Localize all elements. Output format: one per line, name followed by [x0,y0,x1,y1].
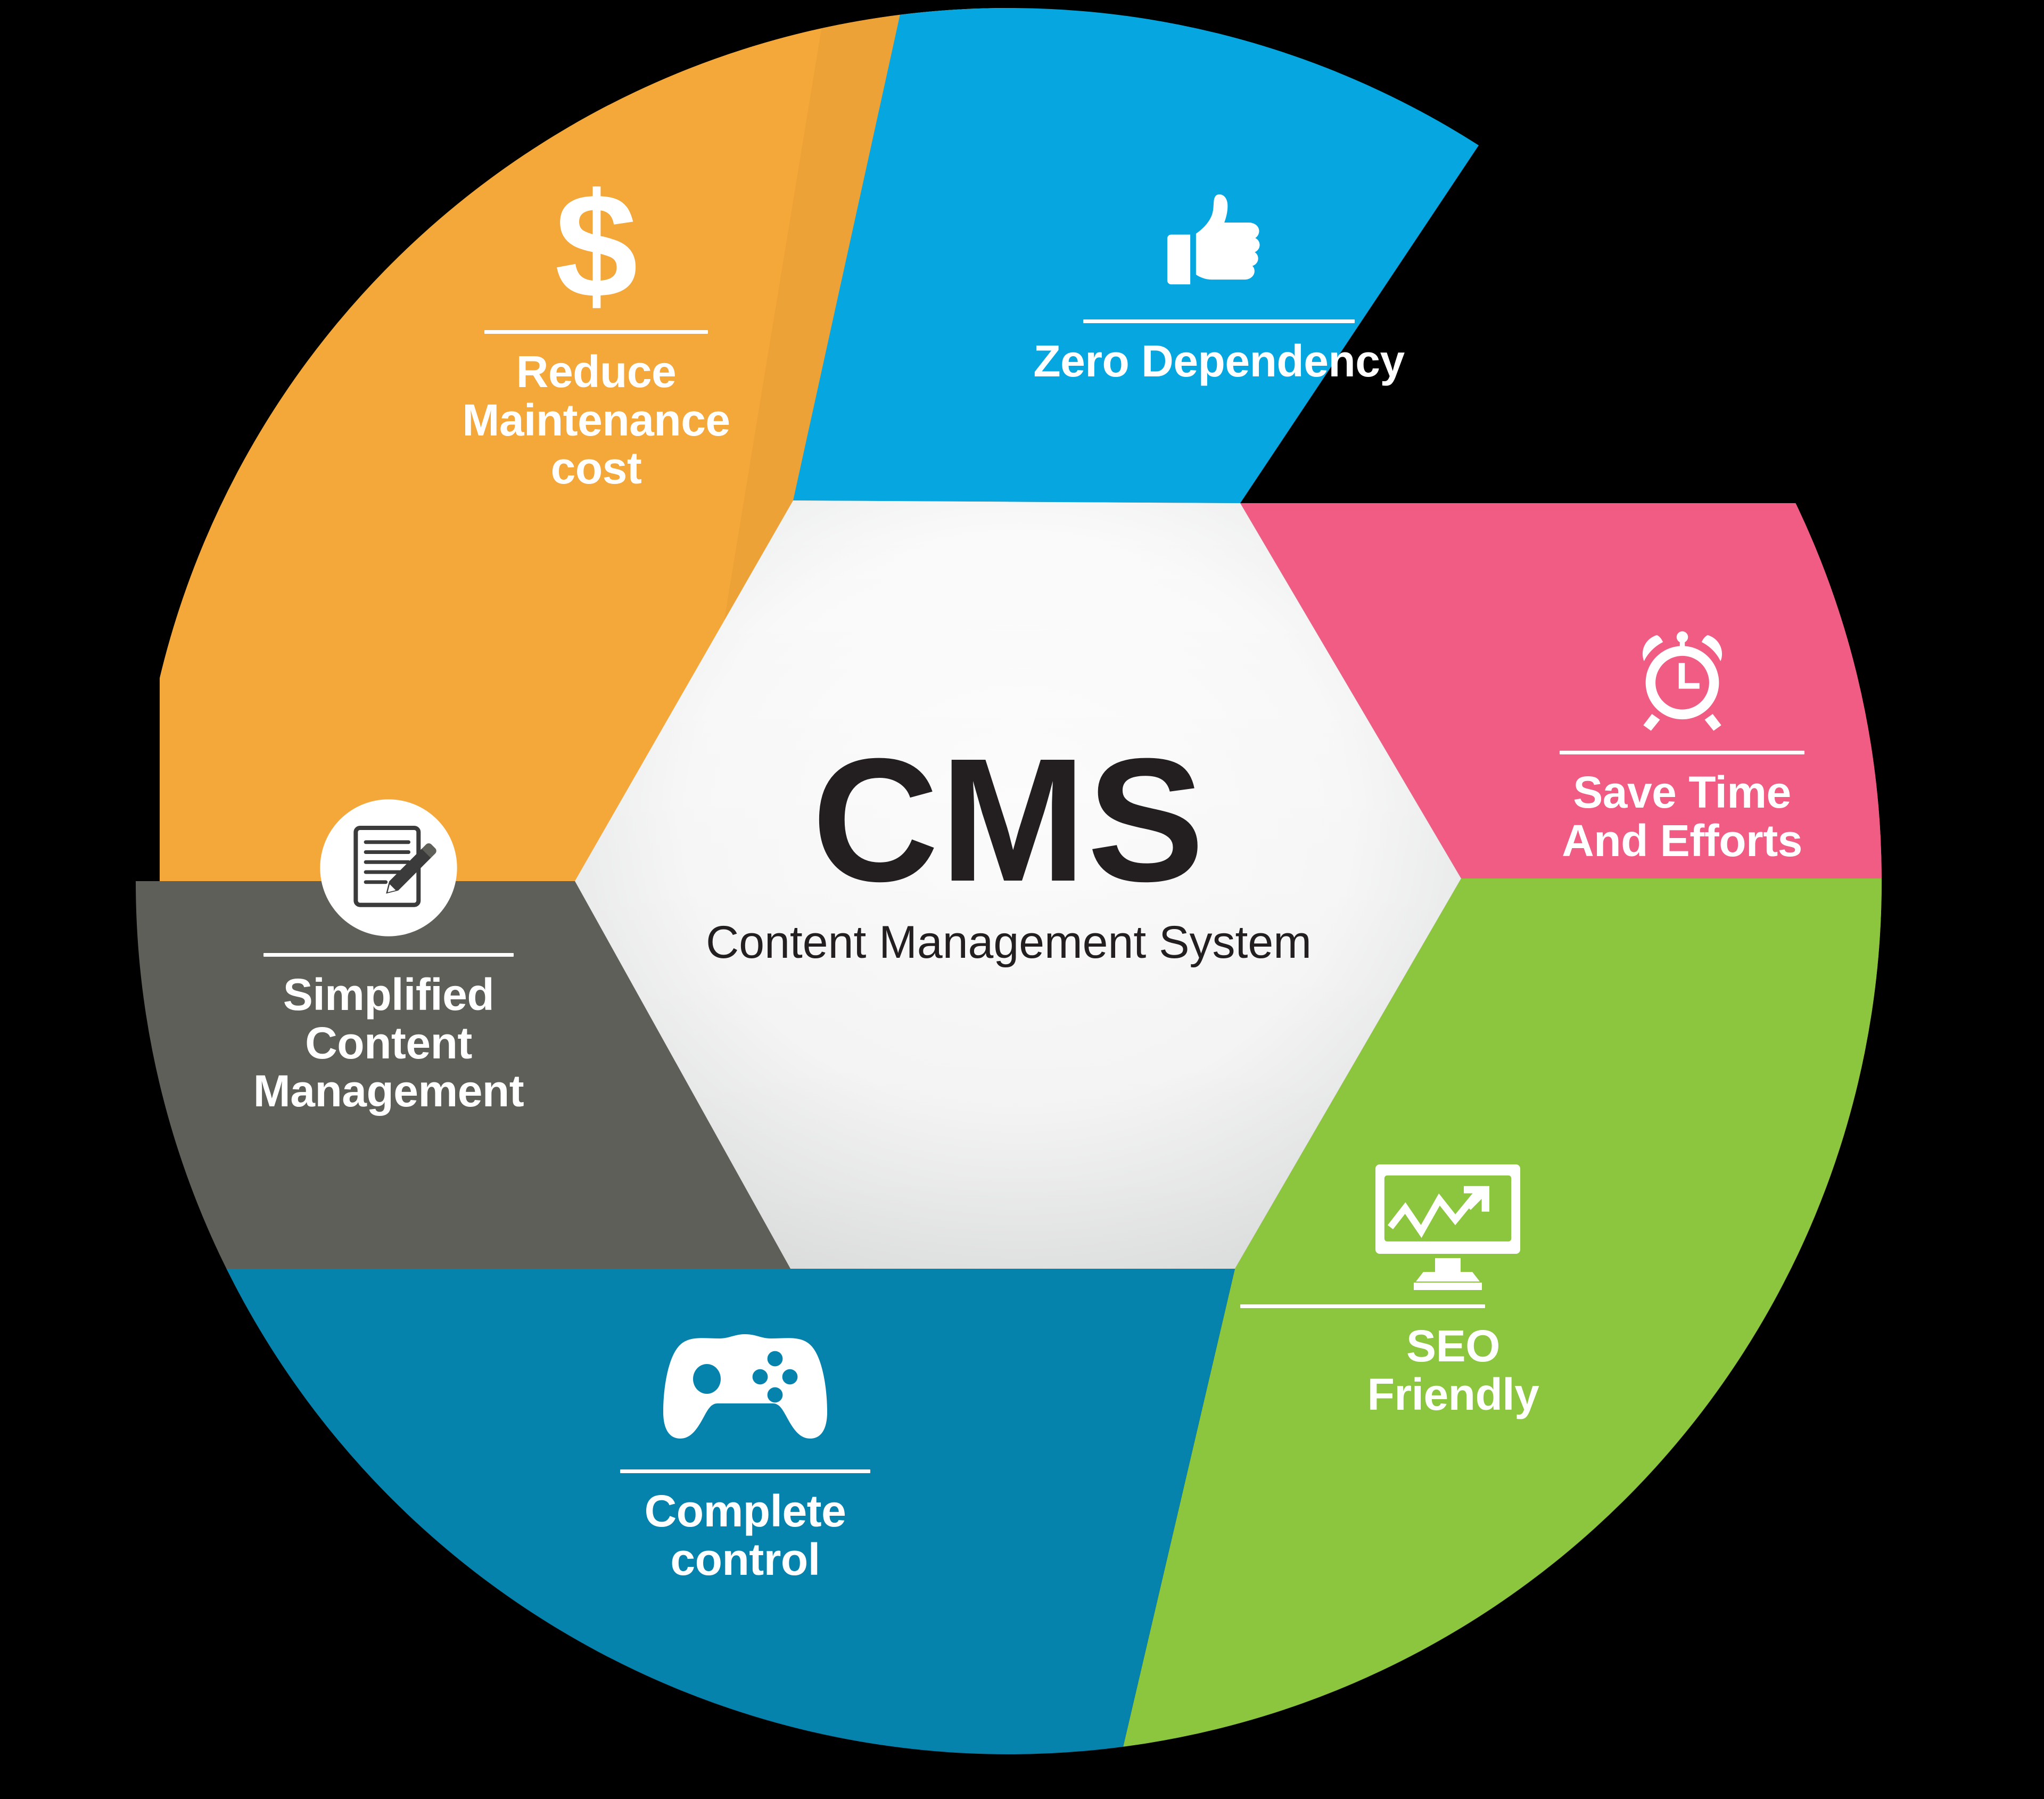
monitor-growth-chart-icon [1375,1164,1520,1290]
thumbs-up-icon-wrap [953,176,1485,309]
label-divider [1240,1304,1485,1308]
segment-seo-friendly[interactable] [1009,878,1895,1799]
label-reduce-maintenance-cost[interactable]: $ Reduce Maintenance cost [405,181,788,492]
label-line-2: Content [305,1017,472,1068]
label-line-1: Simplified [283,970,494,1020]
label-divider [1083,319,1355,323]
monitor-growth-chart-icon-wrap [1230,1158,1666,1294]
label-line-3: Management [253,1066,524,1116]
svg-text:$: $ [555,181,637,319]
label-line-1: Reduce [516,347,677,397]
label-complete-control[interactable]: Complete control [554,1320,937,1583]
gamepad-icon [663,1334,827,1439]
document-edit-icon-wrap [176,793,601,942]
label-line-1: Save Time [1573,767,1791,817]
label-line-1: Zero Dependency [1033,336,1405,386]
label-divider [620,1469,870,1473]
gamepad-icon-wrap [554,1320,937,1459]
label-line-2: And Efforts [1562,815,1802,866]
label-seo-friendly[interactable]: SEO Friendly [1240,1158,1666,1418]
label-save-time-and-efforts[interactable]: Save Time And Efforts [1485,618,1879,865]
label-line-2: Maintenance [462,395,730,445]
dollar-sign-icon: $ [555,181,638,319]
label-line-2: control [670,1534,820,1584]
alarm-clock-icon [1642,631,1722,731]
thumbs-up-icon [1167,194,1260,285]
label-divider [263,953,514,957]
label-line-3: cost [550,443,642,494]
segment-reduce-maintenance-cost-fill[interactable] [160,0,1009,881]
document-edit-icon [320,799,457,937]
label-line-1: Complete [644,1486,846,1536]
label-divider [1560,751,1804,754]
label-line-2: Friendly [1367,1369,1539,1419]
alarm-clock-icon-wrap [1485,618,1879,740]
center-label-block: CMS Content Management System [689,732,1328,969]
label-simplified-content-management[interactable]: Simplified Content Management [176,793,601,1115]
label-line-1: SEO [1406,1321,1500,1371]
label-divider [484,330,708,334]
dollar-sign-icon-wrap: $ [405,181,788,319]
page-title: CMS [812,721,1206,918]
page-subtitle: Content Management System [706,917,1312,968]
segment-simplified-content-management[interactable] [122,881,790,1269]
label-zero-dependency[interactable]: Zero Dependency [953,176,1485,385]
